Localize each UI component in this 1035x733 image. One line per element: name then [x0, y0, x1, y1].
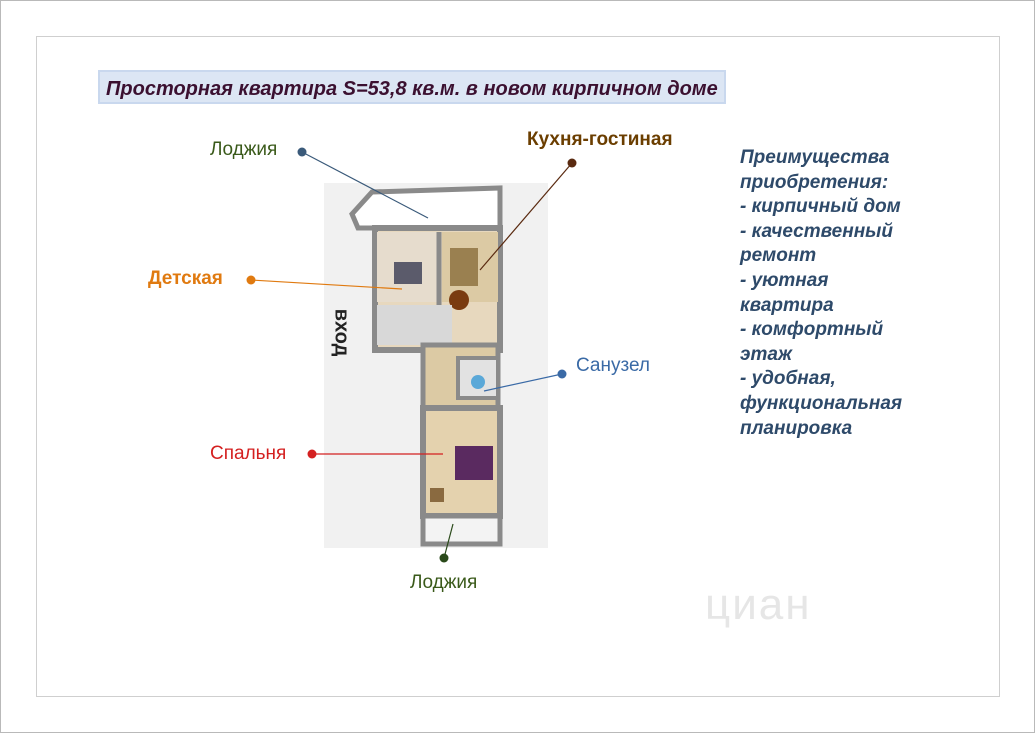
listing-title: Просторная квартира S=53,8 кв.м. в новом…: [98, 70, 726, 104]
bathroom-fixture: [471, 375, 485, 389]
advantage-line: квартира: [740, 294, 834, 316]
dot-bedroom: [307, 449, 317, 459]
watermark: циан: [705, 580, 812, 629]
advantage-line: - удобная,: [740, 368, 836, 390]
pointer-kitchen: [479, 162, 573, 271]
label-entrance: вход: [330, 308, 353, 357]
label-bathroom: Санузел: [576, 355, 651, 376]
children-rug: [394, 262, 422, 284]
label-loggia-bottom: Лоджия: [410, 572, 478, 593]
advantage-line: ремонт: [740, 245, 817, 267]
dot-bathroom: [557, 369, 567, 379]
entrance-label-box: вход: [330, 305, 359, 361]
advantage-line: - уютная: [740, 269, 829, 291]
dot-loggia-top: [297, 147, 307, 157]
label-bedroom: Спальня: [210, 443, 287, 464]
advantage-line: планировка: [740, 417, 853, 439]
advantages-heading-2: приобретения:: [740, 171, 889, 193]
pointer-children: [250, 279, 403, 290]
advantage-line: - качественный: [740, 220, 894, 242]
pointer-loggia-bottom: [443, 523, 454, 559]
loggia-top-shape: [349, 185, 503, 231]
advantage-line: - комфортный: [740, 319, 884, 341]
bedroom-furniture: [430, 488, 444, 502]
dot-kitchen: [567, 158, 577, 168]
advantage-line: функциональная: [740, 392, 903, 414]
advantage-line: - кирпичный дом: [740, 196, 901, 218]
advantages-heading-1: Преимущества: [740, 147, 890, 168]
pointer-bathroom: [483, 373, 563, 392]
bedroom-bed: [455, 446, 493, 480]
label-loggia-top: Лоджия: [210, 139, 278, 160]
dot-loggia-bottom: [439, 553, 449, 563]
advantages-block: Преимущества приобретения: - кирпичный д…: [740, 146, 980, 441]
label-children: Детская: [148, 268, 223, 289]
hall-floor: [377, 305, 452, 345]
loggia-bottom-shape: [420, 513, 503, 547]
kitchen-table: [449, 290, 469, 310]
dot-children: [246, 275, 256, 285]
kitchen-sofa: [450, 248, 478, 286]
pointer-loggia-top: [301, 151, 429, 219]
advantage-line: этаж: [740, 343, 792, 365]
label-kitchen: Кухня-гостиная: [527, 129, 673, 150]
